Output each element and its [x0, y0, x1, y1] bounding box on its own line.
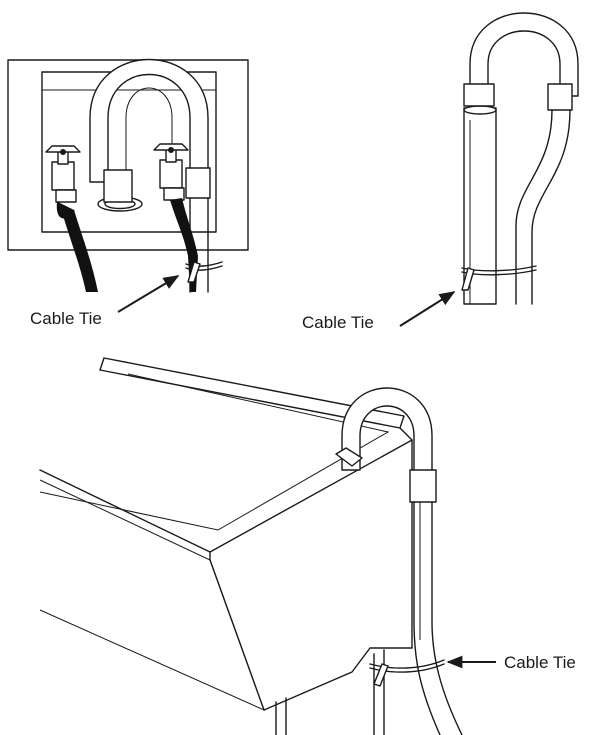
- drain-hose-hook: [342, 388, 432, 480]
- faucet-body: [160, 160, 182, 188]
- tub-legs: [276, 650, 384, 735]
- cable-tie: [186, 262, 222, 282]
- tub-inner-rim: [40, 374, 388, 530]
- cable-tie: [370, 660, 444, 686]
- cable-tie-arrow: [400, 292, 454, 326]
- tub-front: [40, 480, 264, 710]
- faucet-figure: Cable Tie: [8, 60, 248, 329]
- hose-cuff: [548, 84, 572, 110]
- hose-cuff: [464, 84, 494, 106]
- faucet-body: [52, 162, 74, 190]
- cable-tie-arrow: [118, 276, 178, 312]
- hose-cuff: [410, 470, 436, 502]
- cable-tie-label: Cable Tie: [504, 653, 576, 672]
- hose-cuff: [186, 168, 210, 198]
- cable-tie-label: Cable Tie: [30, 309, 102, 328]
- cable-tie-label: Cable Tie: [302, 313, 374, 332]
- standpipe-figure: Cable Tie: [302, 13, 578, 332]
- wall-box: [8, 60, 248, 250]
- hose-cuff: [104, 170, 132, 202]
- tub-figure: Cable Tie: [40, 358, 576, 735]
